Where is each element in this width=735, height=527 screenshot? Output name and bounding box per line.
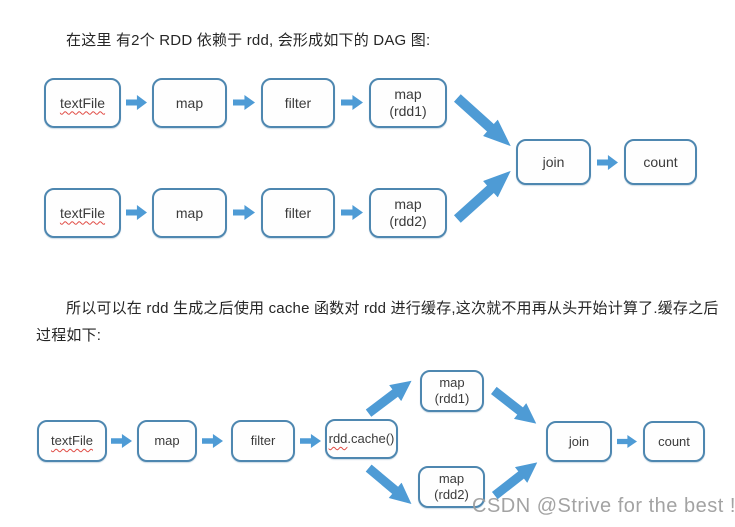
node-map-1: map: [152, 78, 227, 128]
node-label: map (rdd1): [434, 375, 470, 406]
node-label: textFile: [51, 433, 93, 449]
arrow-right-icon: [202, 434, 223, 448]
node-textfile-1: textFile: [44, 78, 121, 128]
diagonal-arrow-up-right-icon: [362, 373, 417, 421]
node-label: count: [658, 433, 690, 449]
node-join-1: join: [516, 139, 591, 185]
node-label: join: [568, 433, 590, 449]
node-join-2: join: [546, 421, 612, 462]
node-label: map: [175, 204, 204, 221]
node-map-rdd2-cached: map (rdd2): [418, 466, 485, 508]
node-map-rdd1: map (rdd1): [369, 78, 447, 128]
arrow-right-icon: [233, 205, 255, 220]
node-filter-cached: filter: [231, 420, 295, 462]
node-textfile-cached: textFile: [37, 420, 107, 462]
node-label: rdd.cache(): [329, 431, 395, 447]
paragraph-dag-intro: 在这里 有2个 RDD 依赖于 rdd, 会形成如下的 DAG 图:: [66, 32, 431, 49]
node-textfile-2: textFile: [44, 188, 121, 238]
node-label: textFile: [59, 204, 106, 221]
node-label: map (rdd2): [434, 471, 469, 502]
arrow-right-icon: [126, 205, 147, 220]
csdn-watermark: CSDN @Strive for the best !: [472, 495, 735, 517]
diagonal-arrow-down-right-icon: [450, 90, 518, 155]
node-label: map (rdd1): [389, 86, 427, 119]
node-rdd-cache: rdd.cache(): [325, 419, 398, 459]
arrow-right-icon: [126, 95, 147, 110]
arrow-right-icon: [597, 155, 618, 170]
node-count-1: count: [624, 139, 697, 185]
diagonal-arrow-down-right-icon: [362, 460, 418, 511]
node-label: textFile: [59, 94, 106, 111]
node-label: map: [154, 433, 180, 449]
node-label: count: [643, 153, 678, 170]
node-label: filter: [250, 433, 276, 449]
arrow-right-icon: [233, 95, 255, 110]
diagonal-arrow-down-right-icon: [488, 382, 543, 431]
arrow-right-icon: [341, 95, 363, 110]
node-label: map (rdd2): [389, 196, 427, 229]
node-map-rdd1-cached: map (rdd1): [420, 370, 484, 412]
node-map-2: map: [152, 188, 227, 238]
arrow-right-icon: [617, 435, 637, 448]
arrow-right-icon: [341, 205, 363, 220]
paragraph-cache-intro: 所以可以在 rdd 生成之后使用 cache 函数对 rdd 进行缓存,这次就不…: [36, 300, 719, 344]
node-map-rdd2: map (rdd2): [369, 188, 447, 238]
node-label: join: [542, 153, 565, 170]
diagonal-arrow-up-right-icon: [450, 163, 518, 228]
node-label: filter: [284, 94, 312, 111]
node-count-2: count: [643, 421, 705, 462]
cache-rdd-word: rdd: [328, 431, 348, 447]
node-label: filter: [284, 204, 312, 221]
arrow-right-icon: [300, 434, 321, 448]
node-filter-1: filter: [261, 78, 335, 128]
arrow-right-icon: [111, 434, 132, 448]
node-label: map: [175, 94, 204, 111]
node-filter-2: filter: [261, 188, 335, 238]
cache-rest: .cache(): [347, 431, 395, 447]
node-map-cached: map: [137, 420, 197, 462]
